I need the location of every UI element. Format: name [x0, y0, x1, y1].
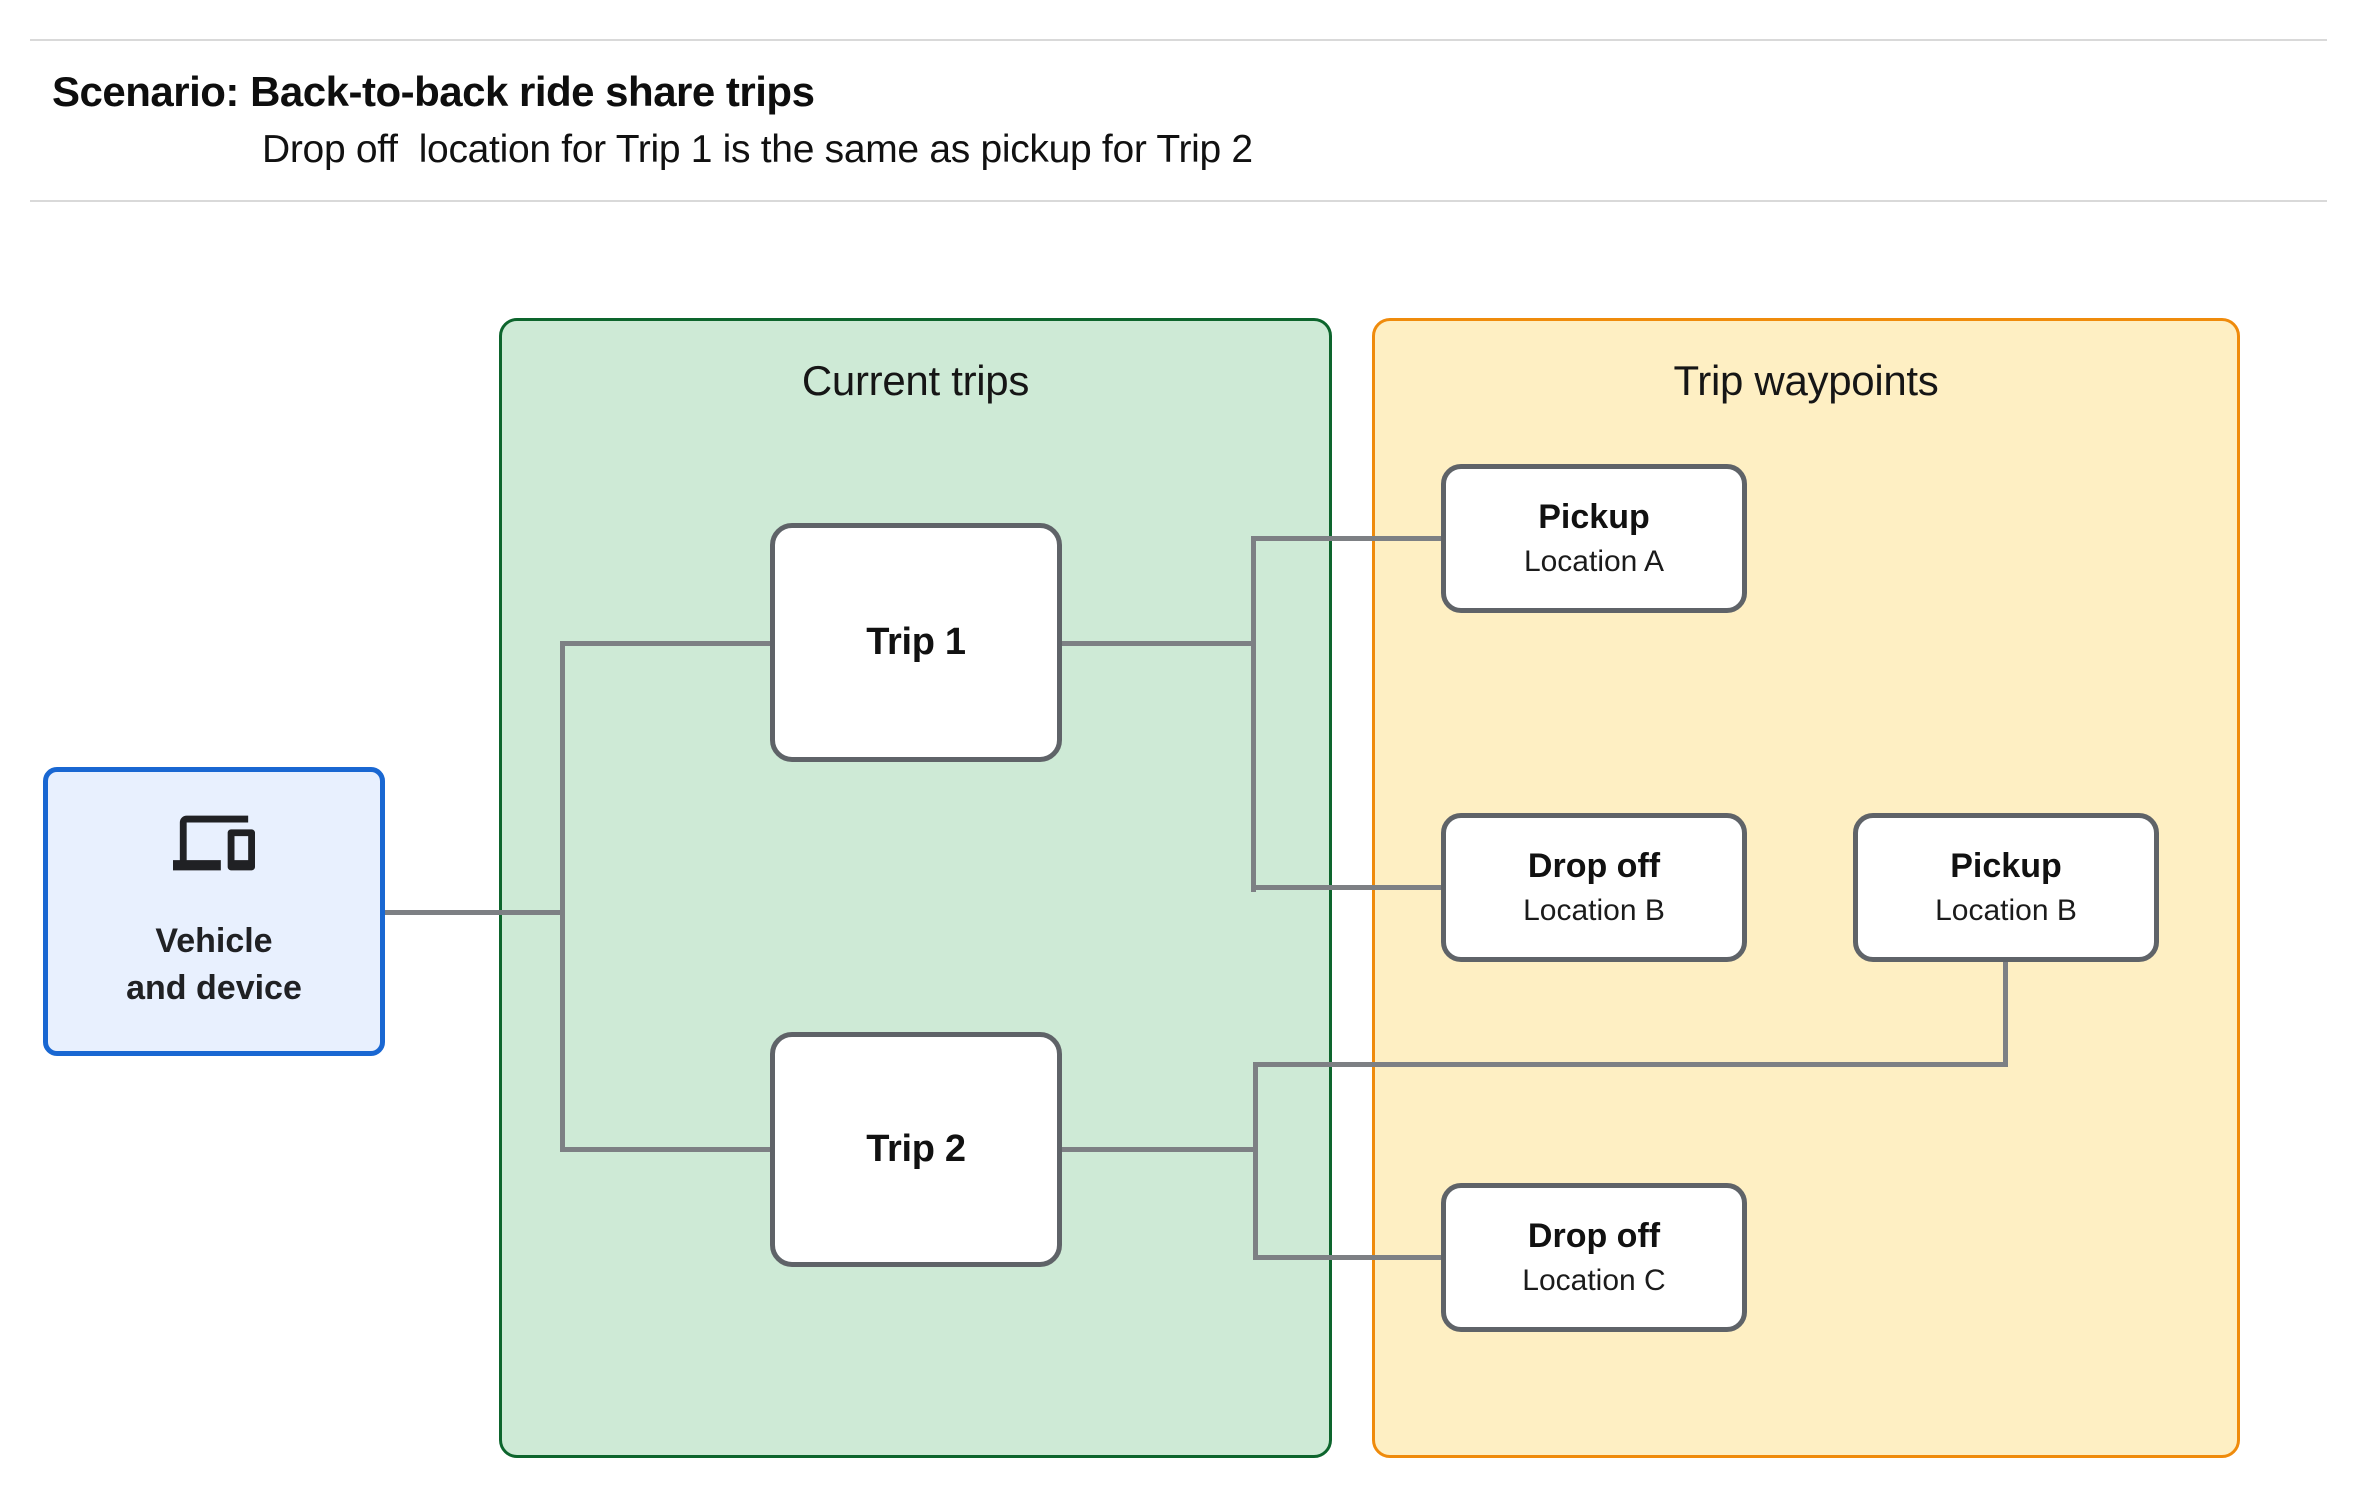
trip-waypoints-group-title: Trip waypoints — [1673, 357, 1939, 404]
connector-into-trip2 — [565, 1147, 770, 1152]
waypoint-subtitle: Location B — [1935, 894, 2077, 928]
page-subtitle: Drop off location for Trip 1 is the same… — [262, 128, 1253, 171]
vehicle-and-device-label: Vehicle and device — [126, 918, 302, 1012]
waypoint-title: Drop off — [1527, 846, 1661, 885]
waypoint-subtitle: Location A — [1523, 545, 1665, 579]
trip-1-node: Trip 1 — [770, 523, 1062, 762]
header-bottom-divider — [30, 200, 2327, 202]
connector-into-dropoff-b — [1256, 885, 1441, 890]
trip-1-label: Trip 1 — [866, 621, 966, 663]
connector-trip2-branch-vertical — [1253, 1062, 1258, 1260]
waypoint-subtitle: Location B — [1523, 894, 1665, 928]
waypoint-pickup-location-b: Pickup Location B — [1853, 813, 2159, 962]
waypoint-title: Pickup — [1950, 846, 2062, 885]
waypoint-title: Drop off — [1527, 1216, 1661, 1255]
current-trips-group: Current trips — [499, 318, 1332, 1458]
connector-trip2-out — [1062, 1147, 1254, 1152]
waypoint-subtitle: Location C — [1522, 1264, 1666, 1298]
connector-vehicle-branch-vertical — [560, 641, 565, 1152]
connector-pickup-b-horizontal — [1258, 1062, 2008, 1067]
connector-into-pickup-a — [1256, 536, 1441, 541]
waypoint-pickup-location-a: Pickup Location A — [1441, 464, 1747, 613]
connector-trip1-out — [1062, 641, 1252, 646]
waypoint-title: Pickup — [1538, 497, 1650, 536]
vehicle-label-line2: and device — [126, 968, 302, 1007]
connector-trip1-branch-vertical — [1251, 536, 1256, 892]
connector-pickup-b-vertical — [2003, 962, 2008, 1067]
vehicle-label-line1: Vehicle — [155, 922, 273, 960]
connector-vehicle-out — [385, 910, 562, 915]
waypoint-dropoff-location-c: Drop off Location C — [1441, 1183, 1747, 1332]
connector-into-dropoff-c — [1258, 1255, 1441, 1260]
waypoint-dropoff-location-b: Drop off Location B — [1441, 813, 1747, 962]
trip-2-label: Trip 2 — [866, 1128, 966, 1170]
current-trips-group-title: Current trips — [801, 357, 1030, 404]
devices-icon — [173, 815, 255, 871]
connector-into-trip1 — [565, 641, 770, 646]
trip-2-node: Trip 2 — [770, 1032, 1062, 1267]
page-title: Scenario: Back-to-back ride share trips — [52, 68, 815, 115]
header-top-divider — [30, 39, 2327, 41]
vehicle-and-device-node: Vehicle and device — [43, 767, 385, 1056]
